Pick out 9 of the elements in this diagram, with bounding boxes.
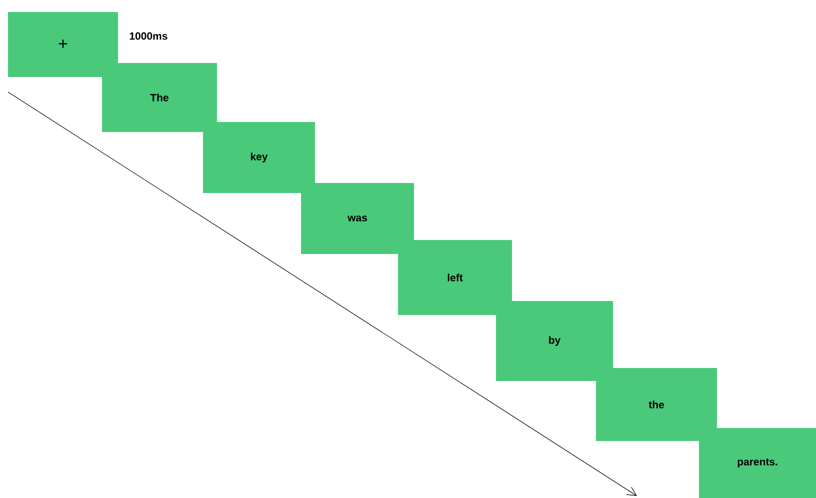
word-box: key [203,122,315,193]
word-box: by [496,301,613,381]
word-box: The [102,63,217,132]
fixation-box: + [8,12,118,77]
word-box: parents. [699,428,816,498]
word-box: was [301,183,414,254]
word-box: the [596,368,717,441]
word-box: left [398,240,512,315]
duration-label: 1000ms [130,32,168,40]
